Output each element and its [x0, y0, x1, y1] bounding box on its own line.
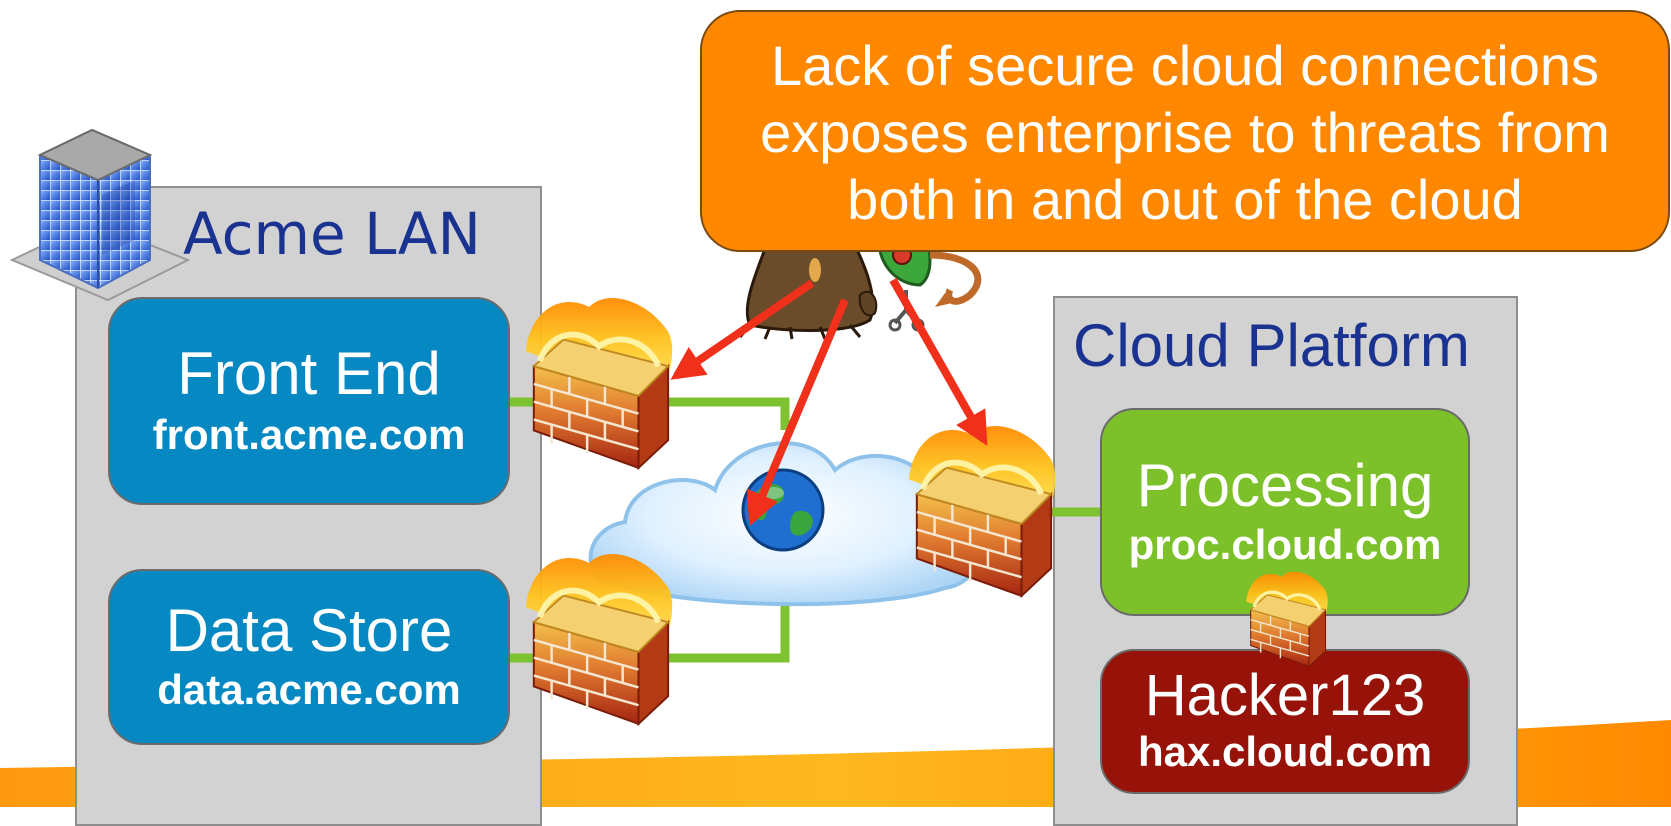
front-end-node[interactable]: Front End front.acme.com	[108, 297, 510, 505]
front-end-host: front.acme.com	[152, 410, 466, 458]
data-store-title: Data Store	[165, 596, 453, 664]
threat-arrows	[670, 278, 988, 527]
processing-node[interactable]: Processing proc.cloud.com	[1100, 408, 1470, 616]
front-end-title: Front End	[177, 339, 441, 407]
data-store-node[interactable]: Data Store data.acme.com	[108, 569, 510, 745]
processing-title: Processing	[1136, 451, 1434, 519]
threat-arrow	[670, 279, 815, 380]
building-icon	[10, 128, 190, 302]
callout-line: Lack of secure cloud connections	[770, 34, 1600, 97]
callout-line: exposes enterprise to threats from	[760, 101, 1610, 164]
processing-host: proc.cloud.com	[1128, 520, 1442, 568]
data-store-host: data.acme.com	[157, 665, 461, 713]
hacker-title: Hacker123	[1144, 663, 1426, 729]
threat-arrow	[746, 298, 849, 527]
hacker-node[interactable]: Hacker123 hax.cloud.com	[1100, 649, 1470, 794]
callout-line: both in and out of the cloud	[847, 168, 1523, 231]
threat-arrow	[889, 278, 988, 446]
threat-callout: Lack of secure cloud connections exposes…	[700, 10, 1670, 252]
cloud-platform-title: Cloud Platform	[1073, 312, 1470, 379]
hacker-host: hax.cloud.com	[1137, 728, 1433, 776]
acme-lan-title: Acme LAN	[183, 200, 481, 268]
